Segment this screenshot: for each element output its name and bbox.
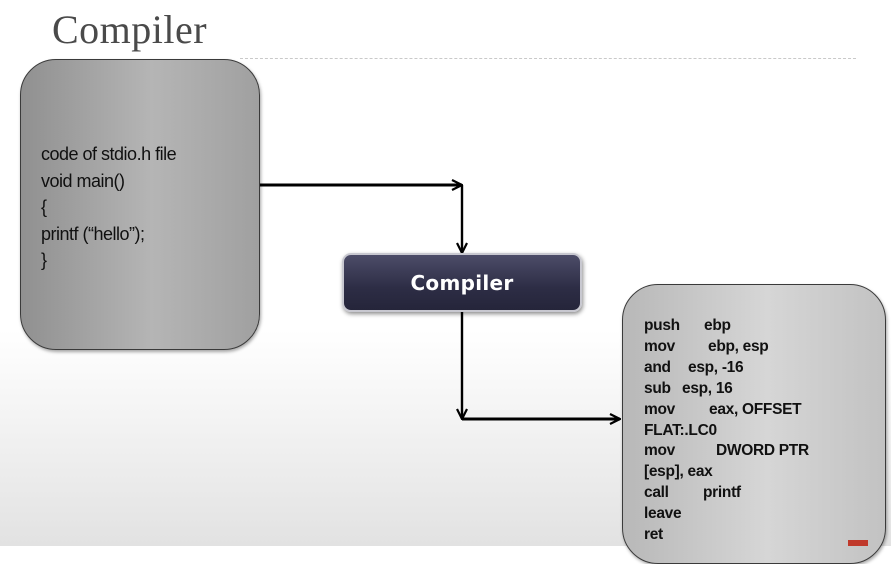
asm-arg: DWORD PTR (716, 442, 809, 460)
asm-arg: printf (703, 484, 741, 502)
flow-arrows (260, 0, 891, 546)
source-line: printf (“hello”); (41, 223, 145, 244)
asm-line: sub esp, 16 (644, 379, 874, 400)
asm-arg: eax, OFFSET (709, 400, 802, 418)
compiler-box: Compiler (342, 253, 582, 312)
asm-op: push (644, 317, 680, 334)
asm-line: FLAT:.LC0 (644, 421, 874, 442)
asm-line: mov eax, OFFSET (644, 400, 874, 421)
asm-line: and esp, -16 (644, 358, 874, 379)
asm-line: call printf (644, 483, 874, 504)
slide-title: Compiler (52, 7, 208, 52)
asm-op: sub (644, 379, 671, 397)
asm-op: ret (644, 526, 663, 544)
asm-op: FLAT:.LC0 (644, 421, 717, 439)
asm-line: mov ebp, esp (644, 337, 874, 358)
assembly-code-text: push ebp mov ebp, esp and esp, -16 sub esp, … (644, 316, 874, 546)
compiler-label: Compiler (410, 270, 514, 295)
asm-line: [esp], eax (644, 462, 874, 483)
asm-line: ret (644, 525, 874, 546)
corner-accent (848, 540, 868, 546)
source-line: } (41, 250, 47, 270)
source-line: code of stdio.h file (41, 144, 177, 164)
asm-arg: ebp (704, 317, 731, 334)
source-code-text: code of stdio.h file void main() { print… (41, 141, 241, 274)
asm-op: leave (644, 505, 682, 523)
source-line: { (41, 197, 47, 217)
asm-op: call (644, 484, 669, 502)
title-divider (240, 58, 856, 59)
asm-arg: esp, -16 (688, 358, 744, 376)
source-line: void main() (41, 170, 125, 191)
asm-arg: ebp, esp (708, 337, 769, 355)
asm-op: mov (644, 337, 675, 355)
assembly-code-box: push ebp mov ebp, esp and esp, -16 sub esp, … (622, 284, 886, 564)
asm-arg: esp, 16 (682, 379, 733, 397)
source-code-box: code of stdio.h file void main() { print… (20, 59, 260, 350)
asm-line: mov DWORD PTR (644, 441, 874, 462)
asm-line: leave (644, 504, 874, 525)
asm-op: mov (644, 400, 675, 418)
asm-op: and (644, 358, 671, 376)
asm-op: [esp], eax (644, 463, 713, 481)
asm-op: mov (644, 442, 675, 460)
asm-line: push ebp (644, 316, 874, 337)
